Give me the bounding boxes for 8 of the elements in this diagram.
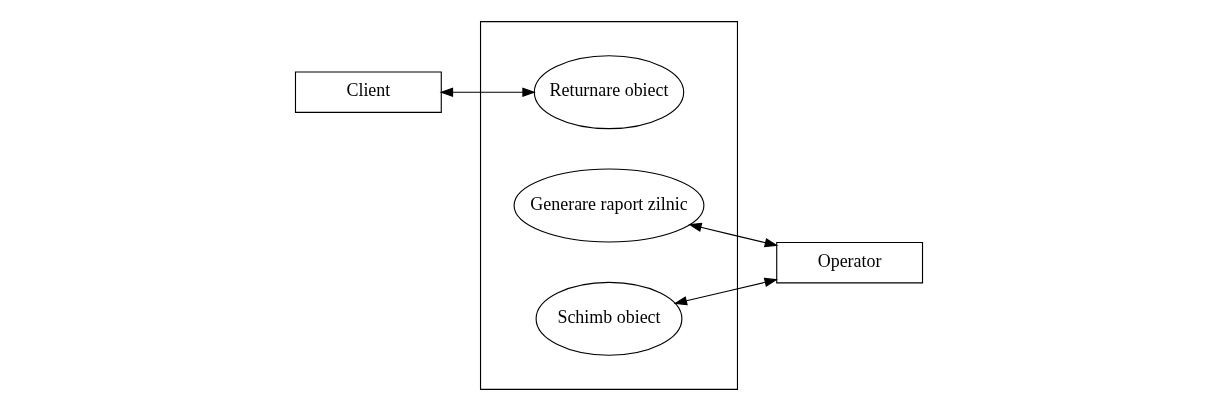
arrow [439,87,536,97]
cluster [479,21,739,390]
arrow [673,277,778,306]
node-box: Operator [776,241,924,284]
node-ellipse: Schimb obiect [535,281,683,356]
arrow [688,222,779,248]
node-ellipse: Returnare obiect [533,55,685,130]
node-box: Client [294,71,442,113]
